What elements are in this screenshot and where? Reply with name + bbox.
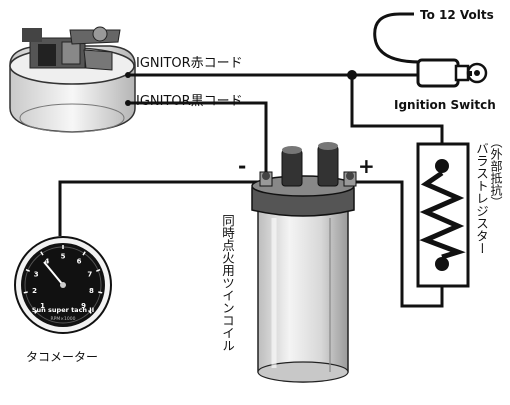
tach-tick-5: 5	[61, 253, 66, 261]
wires	[58, 12, 444, 308]
coil-minus-terminal	[259, 171, 273, 187]
tach-tick-mark	[40, 251, 44, 256]
tachometer-label: タコメーター	[26, 350, 99, 364]
tach-tick-mark	[87, 309, 92, 314]
tachometer: 12 34 5 67 89 Sun super tach II RPM×1000	[14, 236, 112, 334]
tach-tick-3: 3	[34, 270, 39, 278]
ignitor-black-cord-label: IGNITOR黒コード	[136, 94, 243, 109]
tach-scale-label: RPM×1000	[51, 316, 76, 322]
tach-brand-label: Sun super tach II	[32, 306, 94, 314]
ballast-resistor	[416, 142, 470, 288]
tach-tick-labels: 12 34 5 67 89	[23, 245, 103, 314]
tach-tick-7: 7	[87, 270, 92, 278]
ignition-switch[interactable]	[416, 58, 488, 88]
ignitor-red-cord-label: IGNITOR赤コード	[136, 56, 243, 71]
tach-tick-mark	[82, 251, 86, 256]
twelve-volt-wire	[373, 12, 421, 64]
ignitor-black-wire	[128, 101, 268, 176]
ignition-coil	[251, 142, 357, 383]
coil-plus-terminal	[343, 171, 357, 187]
minus-terminal-label: -	[238, 154, 247, 178]
tach-tick-mark	[25, 269, 30, 272]
ballast-vertical-label-2: バラストレジスター	[474, 142, 489, 255]
coil-plus-wire	[352, 180, 444, 308]
tach-tick-mark	[96, 269, 101, 272]
tach-tick-mark	[34, 309, 39, 314]
tach-needle	[43, 261, 64, 286]
ignitor-distributor	[9, 26, 136, 133]
ballast-feed-wire	[350, 75, 444, 146]
tach-tick-mark	[23, 291, 28, 294]
tach-tick-4: 4	[44, 257, 49, 265]
to-12-volts-label: To 12 Volts	[420, 8, 494, 22]
tach-tick-mark	[98, 291, 103, 294]
tach-tick-8: 8	[89, 287, 94, 295]
plus-terminal-label: +	[358, 154, 375, 178]
resistor-zigzag	[419, 170, 466, 260]
wire-junction	[347, 70, 357, 80]
tach-tick-9: 9	[81, 302, 86, 310]
tach-tick-6: 6	[77, 257, 82, 265]
ignition-switch-label: Ignition Switch	[394, 98, 496, 112]
coil-vertical-label: 同時点火用ツインコイル	[220, 214, 235, 352]
tach-signal-wire	[58, 180, 266, 236]
tach-tick-1: 1	[40, 302, 45, 310]
tach-tick-2: 2	[32, 287, 37, 295]
key-icon	[466, 62, 488, 84]
ballast-vertical-label-1: （外部抵抗）	[489, 136, 503, 208]
